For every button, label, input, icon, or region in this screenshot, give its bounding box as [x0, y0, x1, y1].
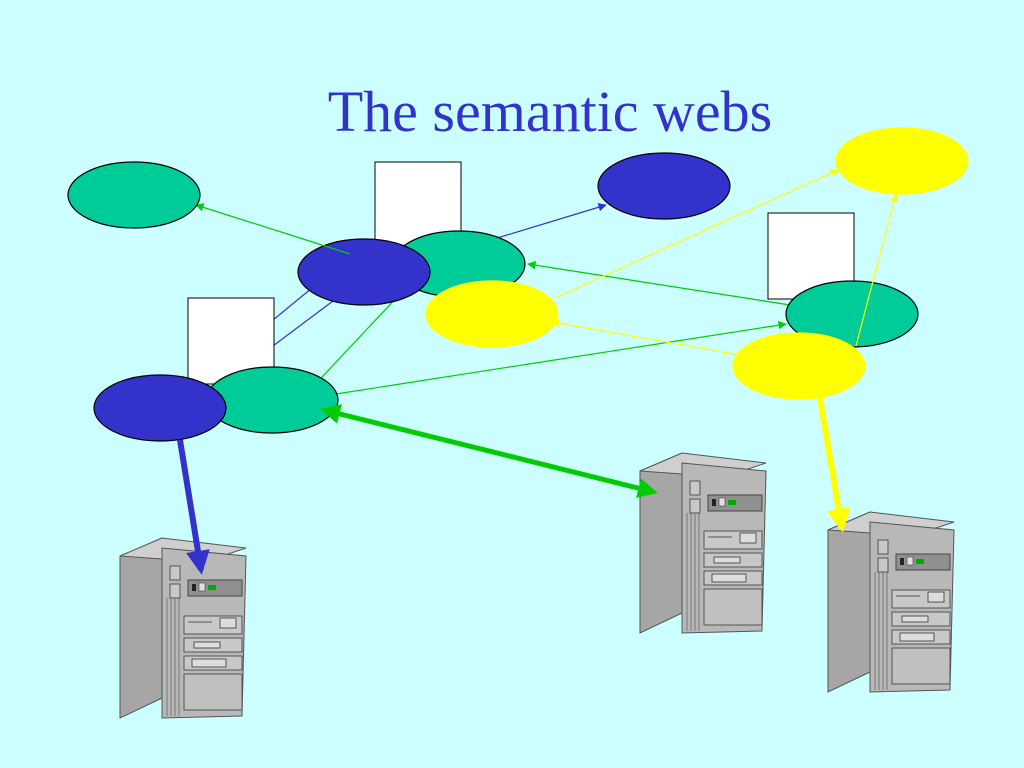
green-link [320, 404, 658, 498]
green-link [195, 203, 301, 239]
yellow-node [425, 280, 559, 348]
green-link [527, 261, 791, 306]
slide-title: The semantic webs [327, 79, 773, 144]
server-icon [827, 511, 955, 693]
green-link [309, 321, 787, 399]
blue-node [93, 374, 227, 442]
blue-node [597, 152, 731, 220]
blue-link [177, 439, 210, 575]
server-icon [119, 537, 247, 719]
yellow-link [551, 319, 741, 356]
green-node [205, 366, 339, 434]
green-link [299, 237, 351, 255]
server-icon [639, 452, 767, 634]
blue-node [297, 238, 431, 306]
green-node [67, 161, 201, 229]
yellow-link [817, 397, 851, 533]
yellow-link [855, 261, 879, 347]
yellow-node [732, 332, 866, 400]
yellow-link [554, 169, 839, 299]
yellow-node [835, 127, 969, 195]
